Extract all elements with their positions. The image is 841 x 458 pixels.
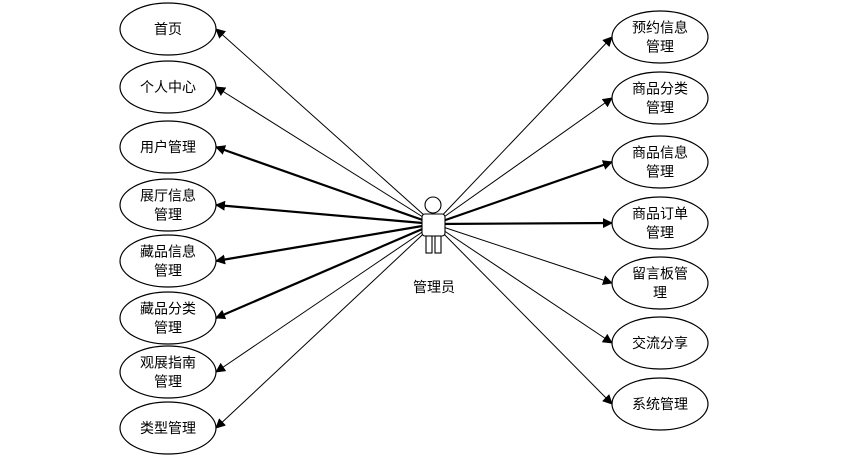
use-case-label: 展厅信息	[140, 188, 196, 205]
actor-body-icon	[421, 213, 446, 237]
use-case-label: 系统管理	[632, 397, 688, 413]
actor-right-leg-icon	[434, 235, 442, 254]
left-association-line	[215, 223, 435, 429]
use-case-ellipse	[611, 71, 709, 125]
use-case-ellipse	[119, 120, 217, 174]
use-case-label: 藏品分类	[140, 302, 196, 318]
use-case-label: 商品订单	[632, 207, 688, 223]
use-case-label: 管理	[646, 165, 674, 181]
use-case-ellipse	[119, 345, 217, 399]
use-case-ellipse	[119, 178, 217, 232]
right-association-line	[433, 160, 613, 226]
left-use-case[interactable]: 类型管理	[119, 401, 217, 455]
use-case-label: 用户管理	[140, 139, 196, 156]
use-case-label: 管理	[154, 264, 182, 280]
right-use-case[interactable]: 系统管理	[611, 377, 709, 431]
use-case-label: 管理	[646, 226, 674, 242]
use-case-label: 藏品信息	[140, 244, 196, 261]
use-case-label: 交流分享	[632, 335, 688, 352]
use-case-ellipse	[611, 316, 709, 370]
use-case-ellipse	[119, 401, 217, 455]
left-use-case[interactable]: 用户管理	[119, 120, 217, 174]
left-association-line	[215, 222, 435, 265]
use-case-ellipse	[611, 256, 709, 310]
actor: 管理员	[413, 196, 455, 296]
right-association-line	[433, 223, 613, 344]
right-association-line	[433, 223, 613, 405]
use-case-ellipse	[611, 377, 709, 431]
use-case-ellipse	[611, 10, 709, 64]
left-use-case[interactable]: 个人中心	[119, 60, 217, 114]
use-case-label: 个人中心	[140, 80, 196, 96]
actor-head-icon	[424, 196, 442, 214]
use-case-label: 管理	[154, 208, 182, 224]
left-association-line	[215, 222, 435, 320]
use-case-label: 管理	[154, 321, 182, 337]
use-case-label: 管理	[646, 101, 674, 117]
use-case-label: 类型管理	[140, 421, 196, 437]
right-association-line	[433, 218, 613, 229]
left-association-line	[215, 28, 435, 225]
use-case-ellipse	[611, 135, 709, 189]
use-case-nodes: 首页个人中心用户管理展厅信息管理藏品信息管理藏品分类管理观展指南管理类型管理预约…	[119, 2, 709, 455]
use-case-label: 观展指南	[140, 356, 196, 372]
left-association-line	[215, 223, 435, 373]
right-use-case[interactable]: 交流分享	[611, 316, 709, 370]
use-case-ellipse	[119, 60, 217, 114]
right-association-line	[433, 36, 613, 225]
use-case-label: 预约信息	[632, 20, 688, 37]
use-case-ellipse	[119, 2, 217, 56]
use-case-label: 管理	[154, 375, 182, 391]
use-case-label: 商品信息	[632, 145, 688, 162]
left-association-line	[215, 145, 435, 226]
actor-left-leg-icon	[425, 235, 433, 254]
association-lines	[215, 28, 613, 429]
use-case-ellipse	[119, 234, 217, 288]
left-association-line	[215, 86, 435, 225]
actor-label: 管理员	[413, 280, 455, 296]
use-case-label: 留言板管	[632, 267, 688, 283]
use-case-label: 商品分类	[632, 82, 688, 98]
use-case-ellipse	[119, 291, 217, 345]
use-case-label: 首页	[154, 22, 182, 38]
right-association-line	[433, 223, 613, 285]
use-case-ellipse	[611, 196, 709, 250]
left-use-case[interactable]: 首页	[119, 2, 217, 56]
left-association-line	[215, 200, 435, 226]
right-association-line	[433, 97, 613, 225]
use-case-label: 管理	[646, 40, 674, 56]
use-case-label: 理	[653, 286, 667, 302]
